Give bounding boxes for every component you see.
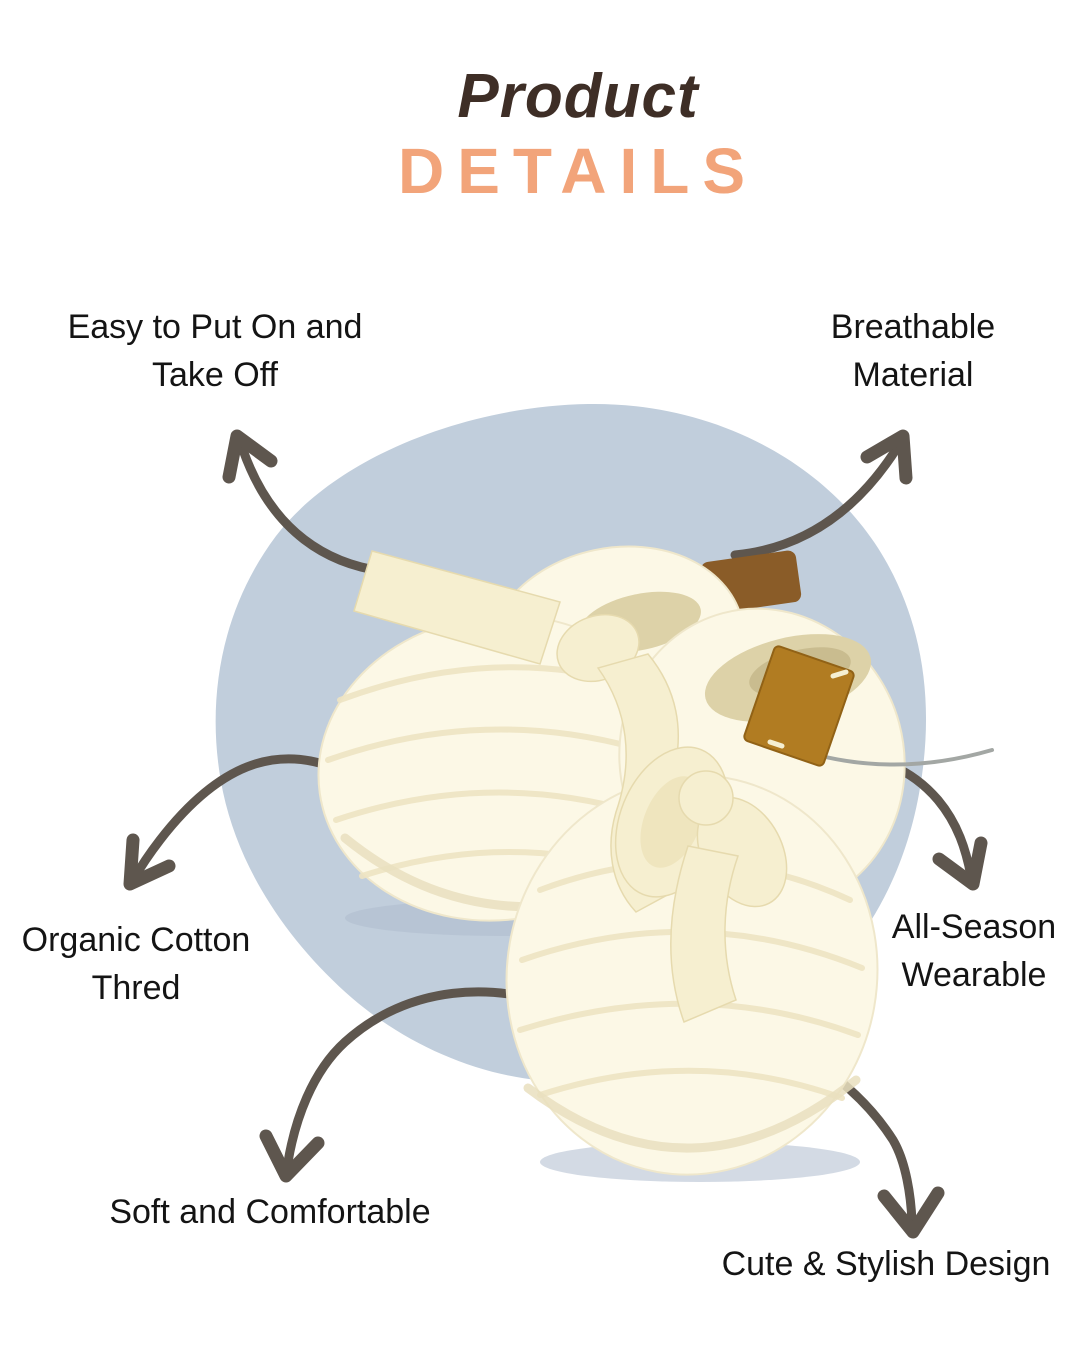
feature-label-easy-on-off: Easy to Put On and Take Off <box>67 308 363 394</box>
feature-label-organic-cotton: Organic Cotton Thred <box>21 921 251 1007</box>
feature-label-cute-stylish: Cute & Stylish Design <box>721 1245 1051 1283</box>
title-details: DETAILS <box>397 135 759 207</box>
page-title: Product DETAILS <box>76 60 1080 206</box>
feature-label-all-season: All-Season Wearable <box>891 908 1057 994</box>
title-product: Product <box>457 62 699 131</box>
feature-label-breathable: Breathable Material <box>830 308 996 394</box>
crochet-baby-booties-photo <box>317 545 994 1182</box>
arrow-top-right <box>730 429 913 560</box>
leather-tag <box>743 645 994 767</box>
feature-label-soft-comfortable: Soft and Comfortable <box>109 1193 431 1231</box>
ribbon-bows <box>353 550 788 1024</box>
arrow-left <box>123 754 345 891</box>
